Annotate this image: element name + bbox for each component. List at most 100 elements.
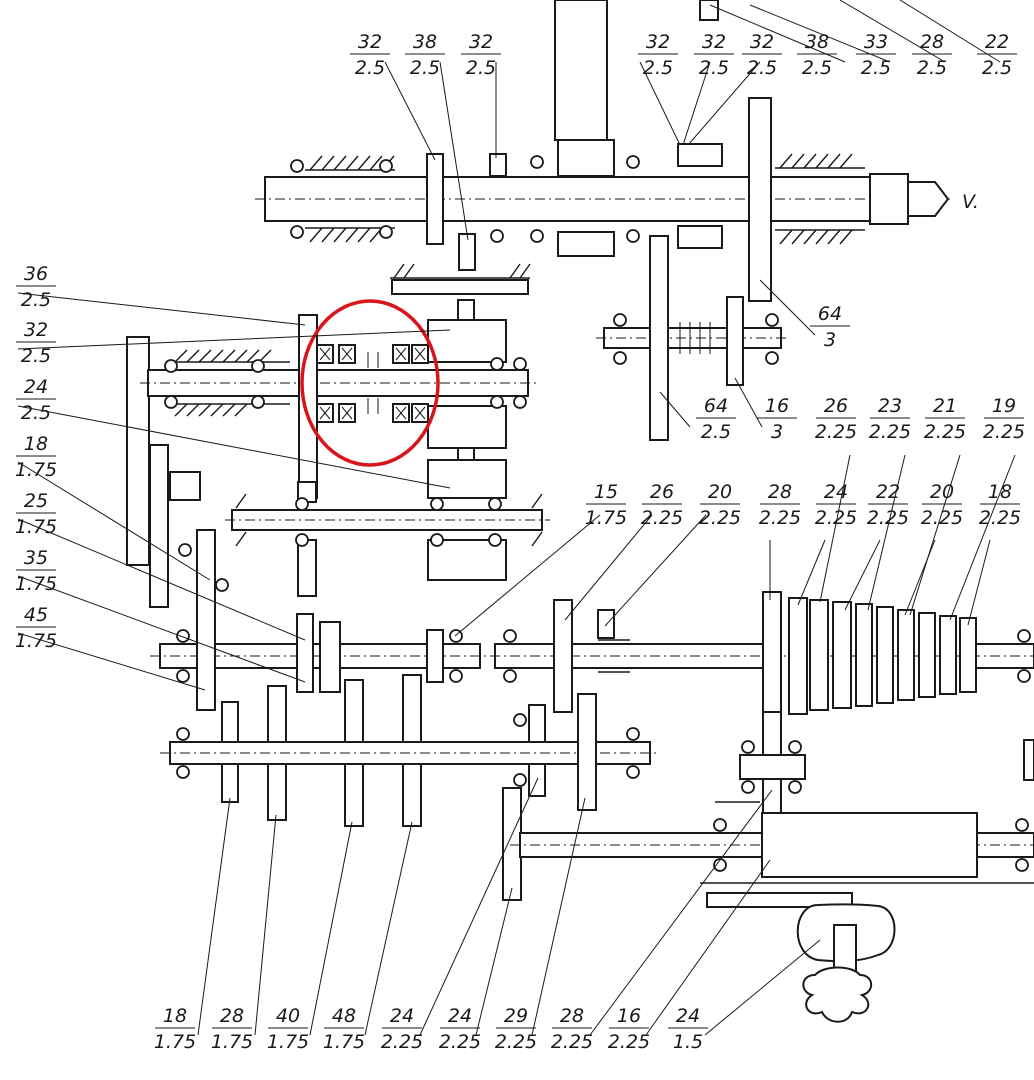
gear-label-l-c-18: 182.25 <box>979 481 1021 529</box>
gear-label-denominator: 2.5 <box>643 57 673 79</box>
gear-label-l-top-22: 222.5 <box>977 31 1017 79</box>
gear-label-l-top-38b: 382.5 <box>797 31 837 79</box>
gear-label-numerator: 24 <box>824 481 848 503</box>
highlight-circle <box>300 299 440 467</box>
gear-label-numerator: 38 <box>805 31 829 53</box>
gear-label-numerator: 29 <box>504 1005 528 1027</box>
gear-label-denominator: 1.75 <box>15 630 57 652</box>
gear-label-l-b-48: 481.75 <box>323 1005 365 1053</box>
output-arrow-label: V. <box>962 191 979 213</box>
gear-label-denominator: 1.75 <box>15 516 57 538</box>
gear-label-numerator: 16 <box>765 395 789 417</box>
gear-label-numerator: 28 <box>768 481 792 503</box>
lead-screw-assembly <box>510 711 1034 1023</box>
gear-label-l-left-25: 251.75 <box>15 490 57 538</box>
gear-label-l-left-36: 362.5 <box>16 263 56 311</box>
gear-label-denominator: 2.25 <box>924 421 966 443</box>
gear-label-numerator: 32 <box>24 319 48 341</box>
gear-label-l-b-16: 162.25 <box>608 1005 650 1053</box>
gear-label-l-m-15: 151.75 <box>585 481 627 529</box>
gear-label-denominator: 2.25 <box>815 507 857 529</box>
gear-label-l-r-21: 212.25 <box>924 395 966 443</box>
gear-label-denominator: 2.25 <box>699 507 741 529</box>
gear-label-denominator: 3 <box>771 421 783 443</box>
gear-label-l-b-24a: 242.25 <box>381 1005 423 1053</box>
gear-label-numerator: 15 <box>594 481 618 503</box>
gear-label-denominator: 1.75 <box>267 1031 309 1053</box>
gear-label-denominator: 2.5 <box>410 57 440 79</box>
gear-label-l-b-29: 292.25 <box>495 1005 537 1053</box>
gear-label-denominator: 2.25 <box>641 507 683 529</box>
gear-label-l-b-24c: 241.5 <box>668 1005 708 1053</box>
gear-label-numerator: 32 <box>358 31 382 53</box>
gear-label-l-mid-16: 163 <box>757 395 797 443</box>
gear-label-denominator: 2.25 <box>759 507 801 529</box>
gear-label-numerator: 18 <box>163 1005 187 1027</box>
gear-label-denominator: 1.75 <box>323 1031 365 1053</box>
gear-label-numerator: 26 <box>824 395 848 417</box>
gear-label-denominator: 2.5 <box>982 57 1012 79</box>
gear-label-numerator: 64 <box>704 395 728 417</box>
gear-label-denominator: 2.5 <box>699 57 729 79</box>
intermediate-shaft-right <box>596 235 790 441</box>
gear-label-numerator: 33 <box>864 31 888 53</box>
gear-label-numerator: 45 <box>24 604 48 626</box>
gear-label-numerator: 32 <box>750 31 774 53</box>
gear-label-denominator: 2.5 <box>917 57 947 79</box>
gear-label-denominator: 2.25 <box>608 1031 650 1053</box>
gear-label-numerator: 21 <box>933 395 957 417</box>
gear-label-denominator: 2.5 <box>701 421 731 443</box>
gear-label-numerator: 24 <box>24 376 48 398</box>
gear-label-denominator: 2.25 <box>439 1031 481 1053</box>
gear-label-l-left-32: 322.5 <box>16 319 56 367</box>
gear-label-numerator: 22 <box>876 481 900 503</box>
gear-label-l-left-45: 451.75 <box>15 604 57 652</box>
gear-label-denominator: 2.25 <box>869 421 911 443</box>
gear-label-numerator: 20 <box>708 481 732 503</box>
gear-label-numerator: 19 <box>992 395 1016 417</box>
gear-label-numerator: 22 <box>985 31 1009 53</box>
gear-label-l-top-32d: 322.5 <box>694 31 734 79</box>
gear-label-denominator: 2.5 <box>466 57 496 79</box>
gear-label-l-c-20: 202.25 <box>921 481 963 529</box>
gear-label-denominator: 1.75 <box>154 1031 196 1053</box>
gear-label-l-mid-64a: 643 <box>810 303 850 351</box>
gear-label-numerator: 26 <box>650 481 674 503</box>
gear-label-l-top-32e: 322.5 <box>742 31 782 79</box>
gear-label-numerator: 32 <box>702 31 726 53</box>
gear-label-l-r-23: 232.25 <box>869 395 911 443</box>
lower-left-shaft <box>149 444 550 608</box>
gear-label-denominator: 2.25 <box>381 1031 423 1053</box>
gear-label-numerator: 36 <box>24 263 48 285</box>
gear-label-l-top-38a: 382.5 <box>405 31 445 79</box>
feed-shaft-upper <box>150 529 1034 721</box>
gear-label-denominator: 2.5 <box>21 402 51 424</box>
gear-label-l-b-24b: 242.25 <box>439 1005 481 1053</box>
gear-label-denominator: 1.5 <box>673 1031 703 1053</box>
gear-label-numerator: 38 <box>413 31 437 53</box>
gear-label-denominator: 2.25 <box>983 421 1025 443</box>
gear-label-numerator: 28 <box>560 1005 584 1027</box>
gear-label-numerator: 64 <box>818 303 842 325</box>
gear-label-denominator: 2.5 <box>861 57 891 79</box>
gear-label-denominator: 2.25 <box>495 1031 537 1053</box>
gear-label-l-m-26: 262.25 <box>641 481 683 529</box>
gear-label-numerator: 16 <box>617 1005 641 1027</box>
gear-label-l-left-18: 181.75 <box>15 433 57 481</box>
gear-label-l-top-32b: 322.5 <box>461 31 501 79</box>
gear-label-denominator: 2.5 <box>747 57 777 79</box>
gear-label-l-mid-64b: 642.5 <box>696 395 736 443</box>
gear-label-numerator: 32 <box>469 31 493 53</box>
spindle-housing-hatch <box>305 153 865 245</box>
gear-label-l-top-28: 282.5 <box>912 31 952 79</box>
gear-label-numerator: 32 <box>646 31 670 53</box>
gear-label-numerator: 40 <box>276 1005 300 1027</box>
gear-label-l-top-32c: 322.5 <box>638 31 678 79</box>
gear-label-l-left-24: 242.5 <box>16 376 56 424</box>
gear-label-numerator: 24 <box>676 1005 700 1027</box>
gear-label-l-b-40: 401.75 <box>267 1005 309 1053</box>
spindle-assembly <box>255 0 950 302</box>
gear-label-denominator: 2.5 <box>355 57 385 79</box>
leader-lines <box>17 0 1016 1036</box>
